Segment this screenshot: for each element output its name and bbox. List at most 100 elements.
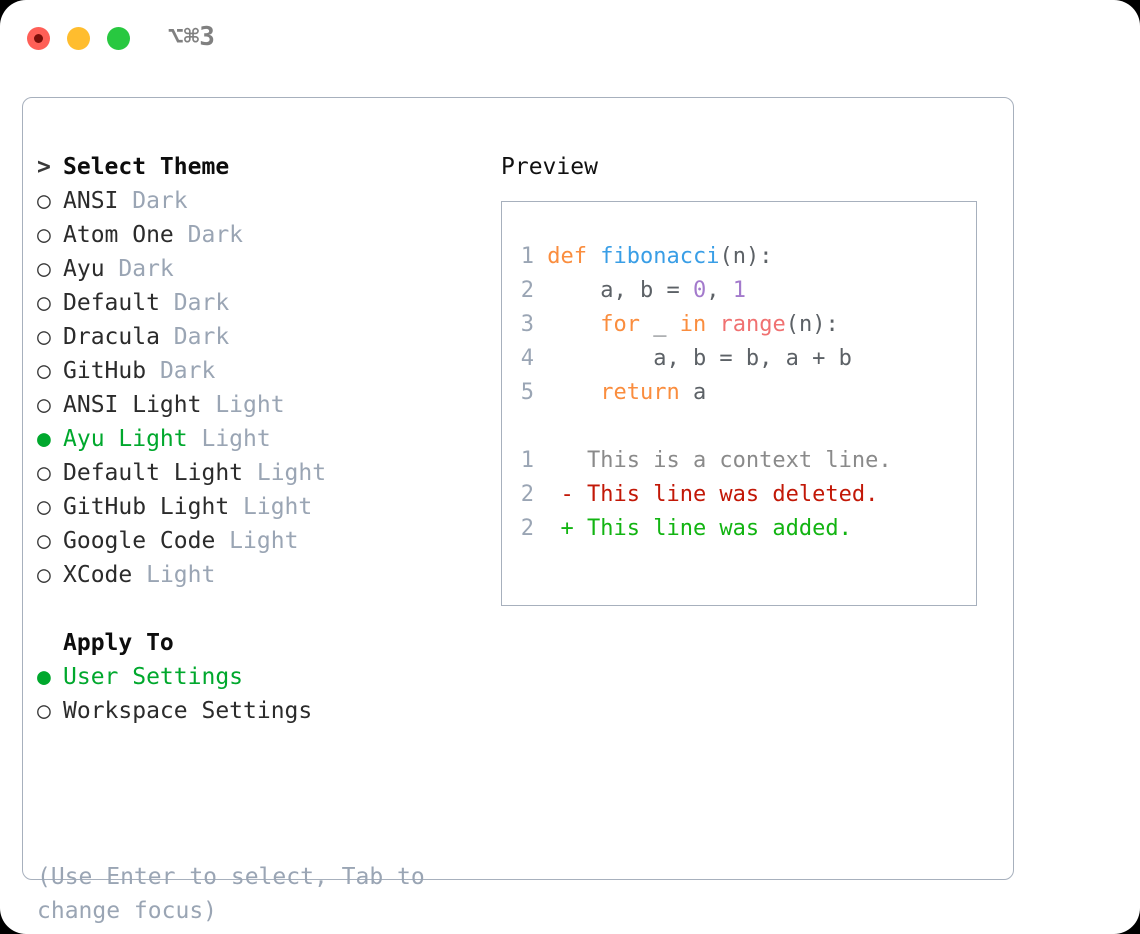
radio-unselected-icon: ○	[37, 256, 51, 282]
theme-variant-tag: Dark	[146, 358, 216, 384]
theme-variant-tag: Light	[243, 460, 327, 486]
theme-variant-tag: Light	[132, 562, 216, 588]
theme-item-default[interactable]: ○ Default Dark	[37, 286, 497, 320]
code-token: in	[679, 312, 707, 337]
theme-item-label: Atom One	[63, 222, 174, 248]
code-token: (n):	[785, 312, 839, 337]
radio-unselected-icon: ○	[37, 392, 51, 418]
code-token: a, b = b, a + b	[547, 346, 852, 371]
theme-item-ayu-light[interactable]: ●Ayu Light Light	[37, 422, 497, 456]
radio-unselected-icon: ○	[37, 528, 51, 554]
theme-item-github[interactable]: ○ GitHub Dark	[37, 354, 497, 388]
radio-unselected-icon: ○	[37, 562, 51, 588]
help-line-2: change focus)	[37, 898, 218, 924]
theme-picker-panel: >Select Theme○ANSI Dark○Atom One Dark○Ay…	[22, 97, 1014, 924]
help-text: (Use Enter to select, Tab to change focu…	[37, 860, 457, 928]
code-line: 3 for _ in range(n):	[520, 308, 970, 342]
theme-variant-tag: Light	[229, 494, 313, 520]
gutter-space	[534, 346, 547, 371]
theme-item-label: Default Light	[63, 460, 244, 486]
theme-list-column: >Select Theme○ANSI Dark○Atom One Dark○Ay…	[37, 150, 497, 728]
diff-sign: -	[534, 482, 587, 507]
diff-text: This line was added.	[586, 516, 852, 541]
gutter-space	[534, 312, 547, 337]
code-token: (n):	[719, 244, 773, 269]
code-token: a, b =	[547, 278, 693, 303]
apply-option-workspace-settings[interactable]: ○Workspace Settings	[37, 694, 497, 728]
theme-item-label: GitHub	[63, 358, 147, 384]
theme-item-label: XCode	[63, 562, 133, 588]
code-token: ,	[706, 278, 733, 303]
gutter-space	[534, 278, 547, 303]
close-window-button[interactable]	[27, 27, 50, 50]
radio-unselected-icon: ○	[37, 290, 51, 316]
theme-item-label: Default	[63, 290, 160, 316]
radio-unselected-icon: ○	[37, 698, 51, 724]
prompt-caret-icon: >	[37, 154, 51, 180]
code-token	[587, 244, 600, 269]
theme-item-ansi-light[interactable]: ○ANSI Light Light	[37, 388, 497, 422]
title-bar: ⌥⌘3	[0, 0, 1140, 78]
line-number: 2	[520, 516, 534, 541]
theme-item-atom-one[interactable]: ○Atom One Dark	[37, 218, 497, 252]
code-line: 1 def fibonacci(n):	[520, 240, 970, 274]
theme-item-google-code[interactable]: ○Google Code Light	[37, 524, 497, 558]
code-line: 5 return a	[520, 376, 970, 410]
radio-unselected-icon: ○	[37, 324, 51, 350]
prompt-caret-icon	[37, 626, 63, 660]
apply-option-user-settings[interactable]: ●User Settings	[37, 660, 497, 694]
diff-line: 1 This is a context line.	[520, 444, 970, 478]
line-number: 1	[520, 244, 534, 269]
diff-sign: +	[534, 516, 587, 541]
code-token: 1	[732, 278, 746, 303]
code-token: for	[600, 312, 640, 337]
code-token: fibonacci	[600, 244, 720, 269]
theme-item-label: Google Code	[63, 528, 216, 554]
line-number: 5	[520, 380, 534, 405]
apply-to-label: Apply To	[63, 630, 174, 656]
maximize-window-button[interactable]	[107, 27, 130, 50]
gutter-space	[534, 380, 547, 405]
code-token: a	[679, 380, 707, 405]
code-line: 2 a, b = 0, 1	[520, 274, 970, 308]
select-theme-header: > Select Theme	[37, 150, 497, 184]
code-diff-gap	[520, 410, 970, 444]
code-token	[547, 312, 600, 337]
help-line-1: (Use Enter to select, Tab to	[37, 864, 425, 890]
radio-selected-icon: ●	[37, 426, 51, 452]
theme-variant-tag: Dark	[104, 256, 174, 282]
theme-item-ayu[interactable]: ○Ayu Dark	[37, 252, 497, 286]
theme-item-default-light[interactable]: ○ Default Light Light	[37, 456, 497, 490]
theme-item-label: GitHub Light	[63, 494, 230, 520]
radio-unselected-icon: ○	[37, 358, 51, 384]
diff-text: This is a context line.	[586, 448, 892, 473]
theme-item-github-light[interactable]: ○GitHub Light Light	[37, 490, 497, 524]
minimize-window-button[interactable]	[67, 27, 90, 50]
theme-variant-tag: Light	[187, 426, 271, 452]
select-theme-label: Select Theme	[63, 154, 230, 180]
code-line: 4 a, b = b, a + b	[520, 342, 970, 376]
code-token: def	[547, 244, 587, 269]
section-spacer	[37, 592, 497, 626]
line-number: 1	[520, 448, 534, 473]
apply-to-list: Apply To ●User Settings○Workspace Setting…	[37, 626, 497, 728]
preview-column: Preview 1 def fibonacci(n):2 a, b = 0, 1…	[501, 150, 1001, 606]
code-token: range	[719, 312, 786, 337]
theme-item-xcode[interactable]: ○ XCode Light	[37, 558, 497, 592]
line-number: 2	[520, 278, 534, 303]
radio-unselected-icon: ○	[37, 460, 51, 486]
line-number: 2	[520, 482, 534, 507]
code-token: return	[600, 380, 680, 405]
theme-variant-tag: Light	[201, 392, 285, 418]
theme-variant-tag: Dark	[173, 222, 244, 248]
theme-item-label: ANSI	[63, 188, 119, 214]
keyboard-shortcut-label: ⌥⌘3	[168, 22, 215, 52]
theme-item-dracula[interactable]: ○Dracula Dark	[37, 320, 497, 354]
radio-selected-icon: ●	[37, 664, 51, 690]
diff-sign	[534, 448, 587, 473]
theme-variant-tag: Dark	[159, 290, 230, 316]
theme-item-ansi[interactable]: ○ANSI Dark	[37, 184, 497, 218]
diff-line: 2 + This line was added.	[520, 512, 970, 546]
